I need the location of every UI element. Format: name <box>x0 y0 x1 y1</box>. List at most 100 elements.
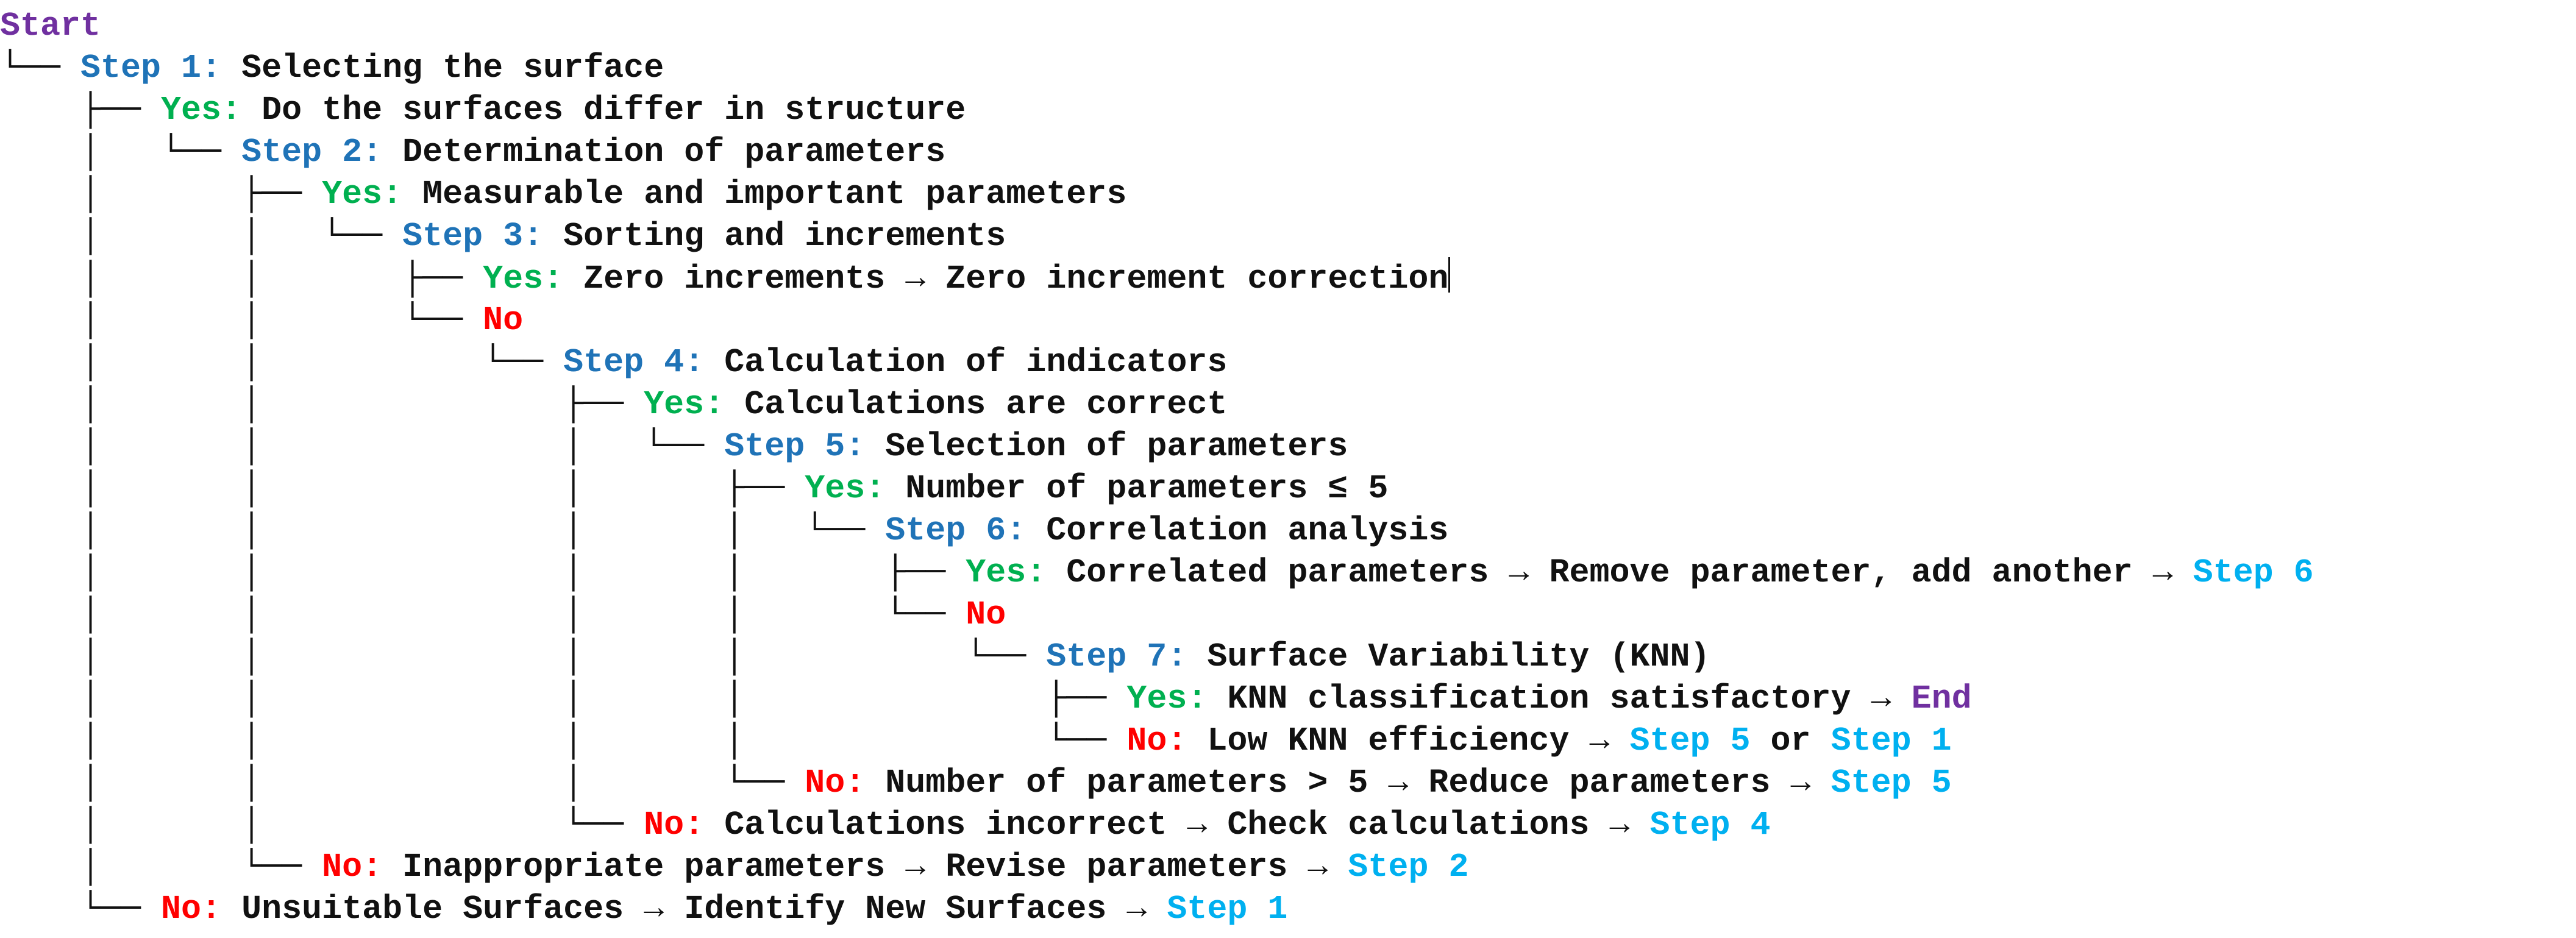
tree-node-step5-no: │ │ │ └── No: Number of parameters > 5 →… <box>0 762 1952 804</box>
tree-node-step7-yes: │ │ │ │ ├── Yes: KNN classification sati… <box>0 678 1972 720</box>
tree-connector: │ │ └── <box>0 343 564 382</box>
step-reference: Step 1 <box>1831 722 1952 760</box>
arrow-icon: → <box>1187 806 1208 844</box>
step-label: Step 7: <box>1046 638 1187 676</box>
tree-connector: │ │ ├── <box>0 260 483 298</box>
node-text: Correlation analysis <box>1026 511 1449 550</box>
arrow-icon: → <box>1509 553 1529 592</box>
end-label: End <box>1911 680 1972 718</box>
no-label: No: <box>644 806 705 844</box>
step-reference: Step 2 <box>1348 848 1469 886</box>
node-text: Correlated parameters <box>1046 553 1509 592</box>
no-label: No <box>483 301 524 339</box>
node-text: Reduce parameters <box>1408 764 1791 802</box>
no-label: No: <box>322 848 383 886</box>
arrow-icon: → <box>905 848 926 886</box>
node-text: Do the surfaces differ in structure <box>241 91 966 129</box>
node-text <box>1328 848 1348 886</box>
tree-connector: └── <box>0 890 162 928</box>
tree-connector: │ │ └── <box>0 217 403 255</box>
yes-label: Yes: <box>966 553 1047 592</box>
node-text <box>1811 764 1831 802</box>
tree-node-step6: │ │ │ │ └── Step 6: Correlation analysis <box>0 510 1448 552</box>
arrow-icon: → <box>2152 553 2173 592</box>
step-label: Step 4: <box>563 343 705 382</box>
node-text: Inappropriate parameters <box>382 848 906 886</box>
arrow-icon: → <box>1308 848 1328 886</box>
no-label: No: <box>161 890 222 928</box>
tree-node-step5: │ │ │ └── Step 5: Selection of parameter… <box>0 425 1348 467</box>
tree-node-step2: │ └── Step 2: Determination of parameter… <box>0 131 945 173</box>
node-text: Measurable and important parameters <box>402 175 1127 213</box>
tree-connector: │ │ │ │ └── <box>0 595 966 634</box>
node-text: Revise parameters <box>925 848 1308 886</box>
node-text: Unsuitable Surfaces <box>221 890 644 928</box>
arrow-icon: → <box>1589 722 1610 760</box>
arrow-icon: → <box>1790 764 1811 802</box>
tree-connector: │ │ │ │ └── <box>0 638 1047 676</box>
step-label: Step 1: <box>80 49 222 87</box>
node-text: or <box>1750 722 1831 760</box>
tree-connector: │ └── <box>0 133 242 171</box>
tree-node-step1: └── Step 1: Selecting the surface <box>0 47 664 89</box>
yes-label: Yes: <box>483 260 564 298</box>
tree-node-step4-no: │ │ └── No: Calculations incorrect → Che… <box>0 804 1771 846</box>
arrow-icon: → <box>1871 680 1891 718</box>
node-text <box>1609 722 1629 760</box>
step-label: Step 3: <box>402 217 544 255</box>
step-label: Step 6: <box>885 511 1026 550</box>
yes-label: Yes: <box>1126 680 1208 718</box>
tree-node-step3-no: │ │ └── No <box>0 299 523 341</box>
yes-label: Yes: <box>805 469 886 508</box>
node-text: Identify New Surfaces <box>664 890 1127 928</box>
arrow-icon: → <box>1126 890 1147 928</box>
node-text: Check calculations <box>1207 806 1610 844</box>
tree-node-step1-yes: ├── Yes: Do the surfaces differ in struc… <box>0 89 966 131</box>
node-text: KNN classification satisfactory <box>1207 680 1871 718</box>
tree-connector: │ │ │ │ └── <box>0 511 886 550</box>
step-label: Step 5: <box>724 427 866 466</box>
node-text: Zero increments <box>563 260 906 298</box>
node-text <box>1629 806 1649 844</box>
tree-node-step7-no: │ │ │ │ └── No: Low KNN efficiency → Ste… <box>0 720 1952 762</box>
node-text: Remove parameter, add another <box>1529 553 2153 592</box>
tree-node-step3-yes: │ │ ├── Yes: Zero increments → Zero incr… <box>0 257 1451 299</box>
tree-node-step5-yes: │ │ │ ├── Yes: Number of parameters ≤ 5 <box>0 467 1388 510</box>
node-text: Number of parameters ≤ 5 <box>885 469 1389 508</box>
start-label: Start <box>0 7 101 45</box>
node-text: Sorting and increments <box>543 217 1006 255</box>
tree-connector: │ │ │ └── <box>0 427 725 466</box>
arrow-icon: → <box>905 260 926 298</box>
arrow-icon: → <box>1609 806 1630 844</box>
tree-connector: │ │ └── <box>0 806 644 844</box>
tree-connector: │ │ └── <box>0 301 483 339</box>
tree-connector: │ │ │ │ ├── <box>0 680 1127 718</box>
tree-node-step7: │ │ │ │ └── Step 7: Surface Variability … <box>0 636 1710 678</box>
text-cursor <box>1448 257 1451 293</box>
yes-label: Yes: <box>322 175 403 213</box>
yes-label: Yes: <box>161 91 242 129</box>
no-label: No: <box>805 764 866 802</box>
tree-node-step2-no: │ └── No: Inappropriate parameters → Rev… <box>0 846 1468 888</box>
tree-connector: ├── <box>0 91 162 129</box>
tree-node-step1-no: └── No: Unsuitable Surfaces → Identify N… <box>0 888 1287 930</box>
node-text <box>1891 680 1912 718</box>
node-text: Determination of parameters <box>382 133 946 171</box>
node-text: Calculations incorrect <box>704 806 1187 844</box>
node-text: Calculation of indicators <box>704 343 1228 382</box>
node-text: Surface Variability (KNN) <box>1187 638 1710 676</box>
tree-node-start: Start <box>0 5 101 47</box>
tree-node-step6-no: │ │ │ │ └── No <box>0 594 1006 636</box>
node-text: Zero increment correction <box>925 260 1449 298</box>
tree-connector: │ │ │ │ ├── <box>0 553 966 592</box>
tree-connector: │ └── <box>0 848 322 886</box>
tree-connector: └── <box>0 49 81 87</box>
tree-connector: │ │ │ └── <box>0 764 805 802</box>
node-text <box>2173 553 2193 592</box>
yes-label: Yes: <box>644 385 725 424</box>
node-text <box>1147 890 1167 928</box>
tree-node-step4: │ │ └── Step 4: Calculation of indicator… <box>0 341 1227 383</box>
node-text: Calculations are correct <box>724 385 1228 424</box>
arrow-icon: → <box>644 890 664 928</box>
